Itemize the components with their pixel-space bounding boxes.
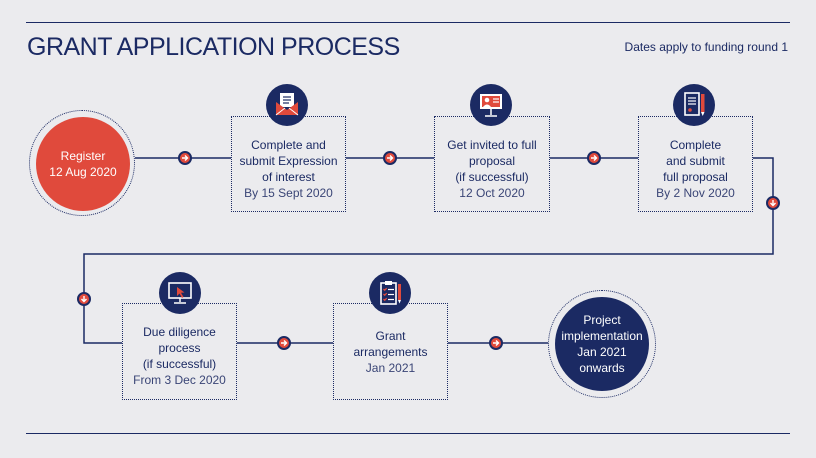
register-step: Register 12 Aug 2020 (36, 117, 130, 211)
arrow-down-icon (766, 196, 780, 210)
register-ring (29, 110, 135, 216)
proposal-step: Complete and submit full proposal By 2 N… (638, 116, 753, 212)
funding-round-note: Dates apply to funding round 1 (624, 40, 788, 54)
eoi-date: By 15 Sept 2020 (244, 186, 333, 200)
invite-step: Get invited to full proposal (if success… (434, 116, 550, 212)
grant-line2: arrangements (353, 344, 428, 359)
invite-line2: proposal (468, 154, 516, 168)
arrow-right-icon (489, 336, 503, 350)
proposal-date: By 2 Nov 2020 (656, 186, 735, 200)
implementation-line2: implementation (561, 329, 643, 343)
register-date: 12 Aug 2020 (49, 165, 117, 179)
eoi-line3: of interest (262, 170, 315, 184)
register-label: Register (60, 149, 106, 163)
grant-line1: Grant (375, 328, 406, 343)
arrow-down-icon (77, 292, 91, 306)
proposal-line3: full proposal (663, 170, 728, 184)
diligence-step: Due diligence process (if successful) Fr… (122, 303, 237, 400)
grant-date: Jan 2021 (365, 360, 416, 375)
diligence-line1: Due diligence (143, 324, 216, 339)
implementation-date: Jan 2021 (577, 345, 627, 359)
diligence-date: From 3 Dec 2020 (133, 372, 226, 387)
arrow-right-icon (178, 151, 192, 165)
invite-date: 12 Oct 2020 (459, 186, 525, 200)
eoi-step: Complete and submit Expression of intere… (231, 116, 346, 212)
top-rule (26, 22, 790, 23)
proposal-line1: Complete (669, 138, 722, 152)
document-pen-icon (673, 84, 715, 126)
eoi-line2: submit Expression (239, 154, 338, 168)
proposal-line2: and submit (666, 154, 725, 168)
eoi-line1: Complete and (251, 138, 326, 152)
invite-line1: Get invited to full (447, 138, 537, 152)
arrow-right-icon (587, 151, 601, 165)
envelope-letter-icon (266, 84, 308, 126)
grant-step: Grant arrangements Jan 2021 (333, 303, 448, 400)
implementation-ring (548, 290, 656, 398)
presentation-board-icon (470, 84, 512, 126)
diligence-line3: (if successful) (142, 356, 217, 371)
implementation-date2: onwards (579, 361, 625, 375)
computer-cursor-icon (159, 272, 201, 314)
arrow-right-icon (277, 336, 291, 350)
implementation-line1: Project (583, 313, 621, 327)
diligence-line2: process (158, 340, 201, 355)
bottom-rule (26, 433, 790, 434)
invite-line3: (if successful) (455, 170, 529, 184)
clipboard-checklist-icon (369, 272, 411, 314)
arrow-right-icon (383, 151, 397, 165)
page-title: GRANT APPLICATION PROCESS (27, 33, 400, 61)
implementation-step: Project implementation Jan 2021 onwards (555, 297, 649, 391)
